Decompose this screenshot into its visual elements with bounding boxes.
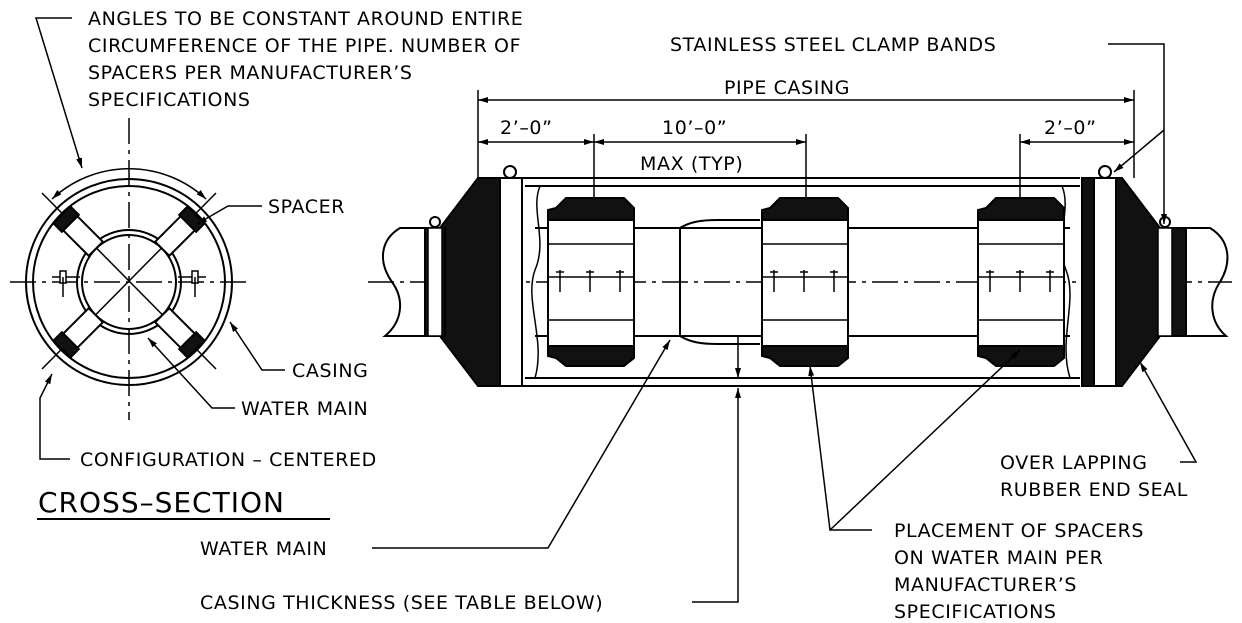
right-small-clamp-band	[1157, 227, 1173, 337]
left-band-bolt	[503, 165, 517, 179]
angles-note-line-2: CIRCUMFERENCE OF THE PIPE. NUMBER OF	[88, 35, 521, 57]
cs-spacer-nw	[51, 204, 105, 258]
water-main-label: WATER MAIN	[200, 538, 327, 560]
casing-label: CASING	[292, 360, 368, 382]
placement-leader-1	[808, 365, 872, 531]
spacer-label: SPACER	[268, 196, 345, 218]
cs-water-main-label: WATER MAIN	[241, 398, 368, 420]
water-main-leader	[372, 339, 671, 549]
spacer-2	[761, 197, 849, 367]
max-typ-label: MAX (TYP)	[640, 153, 743, 175]
dim-right-label: 2’–0”	[1044, 117, 1097, 139]
right-small-band-bolt	[1159, 216, 1171, 228]
pipe-casing-label: PIPE CASING	[724, 77, 850, 99]
placement-note-line-2: ON WATER MAIN PER	[894, 547, 1103, 569]
right-band-bolt	[1098, 165, 1112, 179]
cross-section-view	[10, 17, 285, 460]
cs-bolt-left	[52, 270, 80, 297]
end-seal-label-line-1: OVER LAPPING	[1000, 452, 1148, 474]
cs-casing-inner	[32, 185, 226, 379]
cs-water-main-outer	[76, 229, 182, 335]
casing-thickness-label: CASING THICKNESS (SEE TABLE BELOW)	[200, 592, 603, 614]
end-seal-label-line-2: RUBBER END SEAL	[1000, 479, 1188, 501]
dim-mid-label: 10’–0”	[662, 117, 727, 139]
spacer-1	[547, 197, 635, 367]
bell-top	[679, 219, 760, 229]
cs-water-main-leader	[147, 337, 235, 409]
cs-water-main-inner	[81, 234, 177, 330]
casing-break-left	[531, 185, 541, 379]
end-seal-leader	[1139, 361, 1198, 463]
clamp-leader-left	[1113, 129, 1165, 173]
placement-note-line-4: SPECIFICATIONS	[894, 601, 1057, 623]
spacer-leader	[196, 205, 262, 225]
cs-angle-arc	[51, 167, 207, 200]
dim-left-label: 2’–0”	[500, 117, 553, 139]
placement-note-line-1: PLACEMENT OF SPACERS	[894, 520, 1144, 542]
cs-spacer-ne	[153, 204, 207, 258]
casing-leader	[229, 321, 285, 371]
left-clamp-band	[499, 177, 523, 387]
spacer-3	[977, 197, 1065, 367]
bell-bottom	[679, 335, 760, 345]
right-clamp-band	[1093, 177, 1117, 387]
angles-note-line-4: SPECIFICATIONS	[88, 89, 251, 111]
clamp-bands-label: STAINLESS STEEL CLAMP BANDS	[670, 34, 996, 56]
configuration-leader	[39, 373, 70, 460]
cs-bolt-right	[178, 270, 206, 297]
placement-note-line-3: MANUFACTURER’S	[894, 574, 1077, 596]
configuration-label: CONFIGURATION – CENTERED	[80, 449, 377, 471]
angles-note-line-1: ANGLES TO BE CONSTANT AROUND ENTIRE	[88, 8, 523, 30]
casing-thickness-leader-bottom	[692, 388, 741, 603]
cs-spacer-sw	[51, 306, 105, 360]
angles-note-line-3: SPACERS PER MANUFACTURER’S	[88, 62, 413, 84]
cs-casing-outer	[25, 178, 233, 386]
clamp-leader-right	[1108, 43, 1167, 224]
left-small-clamp-band	[427, 227, 443, 337]
angles-note-leader	[34, 17, 83, 169]
cross-section-title: CROSS–SECTION	[38, 486, 285, 519]
elevation-view	[368, 43, 1232, 603]
left-small-band-bolt	[429, 216, 441, 228]
placement-leader-2	[829, 349, 1021, 531]
cs-spacer-se	[153, 306, 207, 360]
